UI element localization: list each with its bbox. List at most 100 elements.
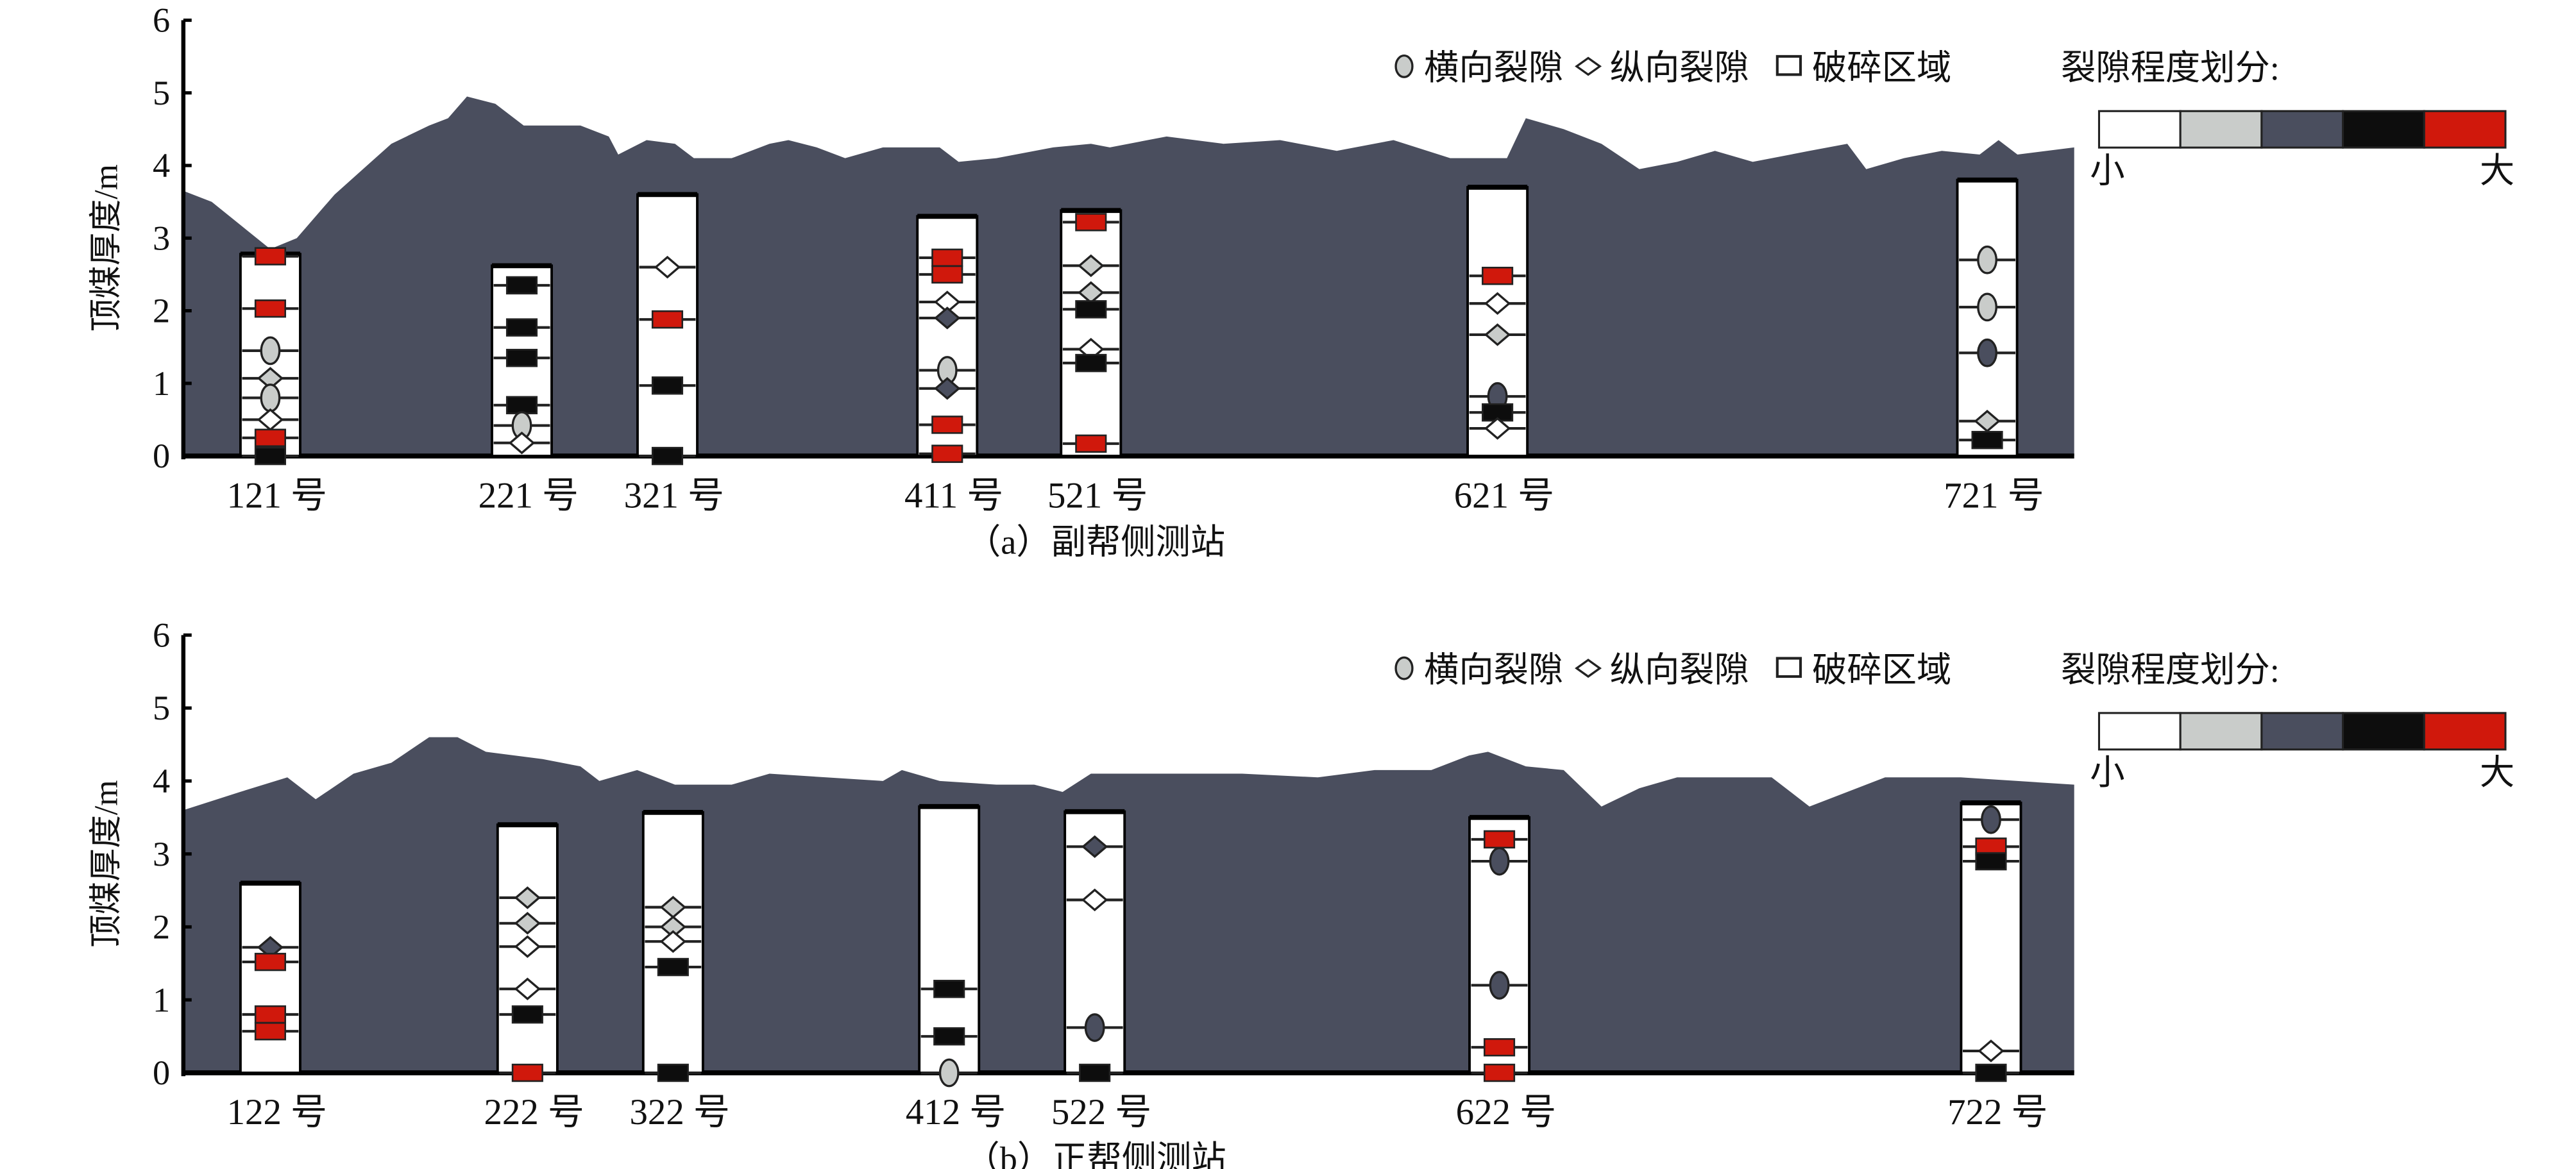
longitudinal-crack-diamond-mark bbox=[934, 377, 961, 400]
y-tick-label: 2 bbox=[153, 292, 170, 330]
y-tick-label: 5 bbox=[153, 689, 170, 727]
scale-low-label: 小 bbox=[2090, 151, 2124, 190]
fracture-zone-square-mark bbox=[1483, 830, 1516, 849]
station-column: 521 号 bbox=[1047, 208, 1148, 516]
fracture-zone-square-mark bbox=[1975, 852, 2007, 871]
station-column: 221 号 bbox=[479, 263, 579, 516]
y-axis-label: 顶煤厚度/m bbox=[88, 780, 124, 948]
scale-high-label: 大 bbox=[2480, 151, 2514, 190]
longitudinal-crack-diamond-mark bbox=[514, 886, 541, 909]
station-label: 722 号 bbox=[1947, 1092, 2047, 1132]
longitudinal-crack-diamond-mark bbox=[659, 930, 687, 953]
y-tick-label: 5 bbox=[153, 74, 170, 112]
fracture-zone-square-mark bbox=[254, 952, 287, 971]
longitudinal-crack-diamond-mark bbox=[934, 290, 961, 314]
transverse-crack-circle-mark bbox=[1977, 338, 1997, 367]
severity-scale-cell bbox=[2423, 110, 2507, 149]
station-column: 222 号 bbox=[484, 822, 584, 1132]
y-tick-label: 3 bbox=[153, 219, 170, 257]
severity-scale-cell bbox=[2179, 110, 2263, 149]
station-label: 321 号 bbox=[624, 475, 724, 516]
longitudinal-crack-diamond-mark bbox=[1484, 417, 1511, 440]
longitudinal-crack-diamond-mark bbox=[257, 408, 284, 432]
legend-circle-icon bbox=[1394, 54, 1414, 78]
station-label: 412 号 bbox=[906, 1092, 1006, 1132]
fracture-zone-square-mark bbox=[254, 299, 287, 318]
station-label: 521 号 bbox=[1047, 475, 1148, 516]
severity-scale-cell bbox=[2260, 110, 2344, 149]
severity-scale-cell bbox=[2179, 712, 2263, 751]
legend-transverse-crack: 横向裂隙 bbox=[1424, 651, 1563, 689]
station-label: 121 号 bbox=[227, 475, 327, 516]
station-column: 622 号 bbox=[1456, 814, 1556, 1132]
legend-square-icon bbox=[1775, 55, 1802, 76]
fracture-zone-square-mark bbox=[505, 348, 538, 367]
station-borehole-bar bbox=[1060, 209, 1123, 458]
y-tick-label: 0 bbox=[153, 437, 170, 475]
legend-scale-title: 裂隙程度划分: bbox=[2061, 651, 2280, 689]
station-column: 722 号 bbox=[1947, 800, 2048, 1132]
fracture-zone-square-mark bbox=[1075, 213, 1107, 231]
roof-coal-area bbox=[183, 737, 2074, 1073]
y-tick-label: 4 bbox=[153, 146, 170, 185]
fracture-zone-square-mark bbox=[254, 428, 287, 448]
y-tick-label: 3 bbox=[153, 835, 170, 873]
station-column: 621 号 bbox=[1454, 185, 1554, 516]
y-tick-label: 2 bbox=[153, 908, 170, 946]
fracture-zone-square-mark bbox=[1075, 434, 1107, 453]
fracture-zone-square-mark bbox=[651, 376, 684, 395]
station-label: 222 号 bbox=[484, 1092, 584, 1132]
fracture-zone-square-mark bbox=[511, 1005, 543, 1024]
scale-low-label: 小 bbox=[2090, 753, 2124, 792]
longitudinal-crack-diamond-mark bbox=[508, 431, 536, 455]
fracture-zone-square-mark bbox=[931, 248, 963, 267]
fracture-zone-square-mark bbox=[1483, 1063, 1516, 1082]
legend-diamond-icon bbox=[1575, 659, 1602, 678]
panel-caption: （a）副帮侧测站 bbox=[966, 523, 1225, 562]
longitudinal-crack-diamond-mark bbox=[514, 912, 541, 935]
longitudinal-crack-diamond-mark bbox=[659, 896, 687, 919]
longitudinal-crack-diamond-mark bbox=[1974, 410, 2001, 433]
station-label: 621 号 bbox=[1454, 475, 1554, 516]
fracture-zone-square-mark bbox=[933, 1027, 965, 1046]
y-tick-label: 1 bbox=[153, 980, 170, 1019]
fracture-zone-square-mark bbox=[1075, 353, 1107, 373]
fracture-zone-square-mark bbox=[931, 444, 963, 463]
longitudinal-crack-diamond-mark bbox=[1484, 323, 1511, 346]
fracture-zone-square-mark bbox=[651, 446, 684, 466]
severity-scale-cell bbox=[2342, 712, 2425, 751]
legend-square-icon bbox=[1775, 657, 1802, 678]
station-label: 622 号 bbox=[1456, 1092, 1556, 1132]
longitudinal-crack-diamond-mark bbox=[1081, 835, 1108, 859]
fracture-zone-square-mark bbox=[1975, 1063, 2007, 1082]
fracture-zone-square-mark bbox=[931, 265, 963, 284]
station-label: 721 号 bbox=[1944, 475, 2044, 516]
transverse-crack-circle-mark bbox=[938, 1058, 960, 1088]
transverse-crack-circle-mark bbox=[1084, 1013, 1105, 1042]
station-column: 411 号 bbox=[904, 214, 1003, 516]
y-tick-label: 0 bbox=[153, 1054, 170, 1092]
fracture-zone-square-mark bbox=[254, 1022, 287, 1041]
legend: 横向裂隙纵向裂隙破碎区域裂隙程度划分:小大 bbox=[1394, 651, 2514, 792]
longitudinal-crack-diamond-mark bbox=[1078, 254, 1105, 278]
station-column: 522 号 bbox=[1051, 809, 1151, 1132]
transverse-crack-circle-mark bbox=[1981, 805, 2001, 834]
legend: 横向裂隙纵向裂隙破碎区域裂隙程度划分:小大 bbox=[1394, 49, 2514, 190]
transverse-crack-circle-mark bbox=[260, 336, 281, 366]
station-borehole-bar bbox=[239, 882, 301, 1074]
roof-coal-area bbox=[183, 96, 2074, 457]
station-label: 411 号 bbox=[904, 475, 1003, 516]
fracture-zone-square-mark bbox=[254, 1005, 287, 1024]
severity-scale-cell bbox=[2342, 110, 2425, 149]
fracture-zone-square-mark bbox=[931, 416, 963, 434]
station-column: 322 号 bbox=[629, 809, 730, 1132]
longitudinal-crack-diamond-mark bbox=[654, 255, 681, 279]
station-column: 412 号 bbox=[906, 803, 1006, 1132]
y-tick-label: 6 bbox=[153, 616, 170, 654]
legend-fracture-zone: 破碎区域 bbox=[1812, 49, 1951, 87]
fracture-zone-square-mark bbox=[254, 446, 287, 466]
station-column: 122 号 bbox=[227, 880, 327, 1132]
transverse-crack-circle-mark bbox=[260, 383, 281, 412]
